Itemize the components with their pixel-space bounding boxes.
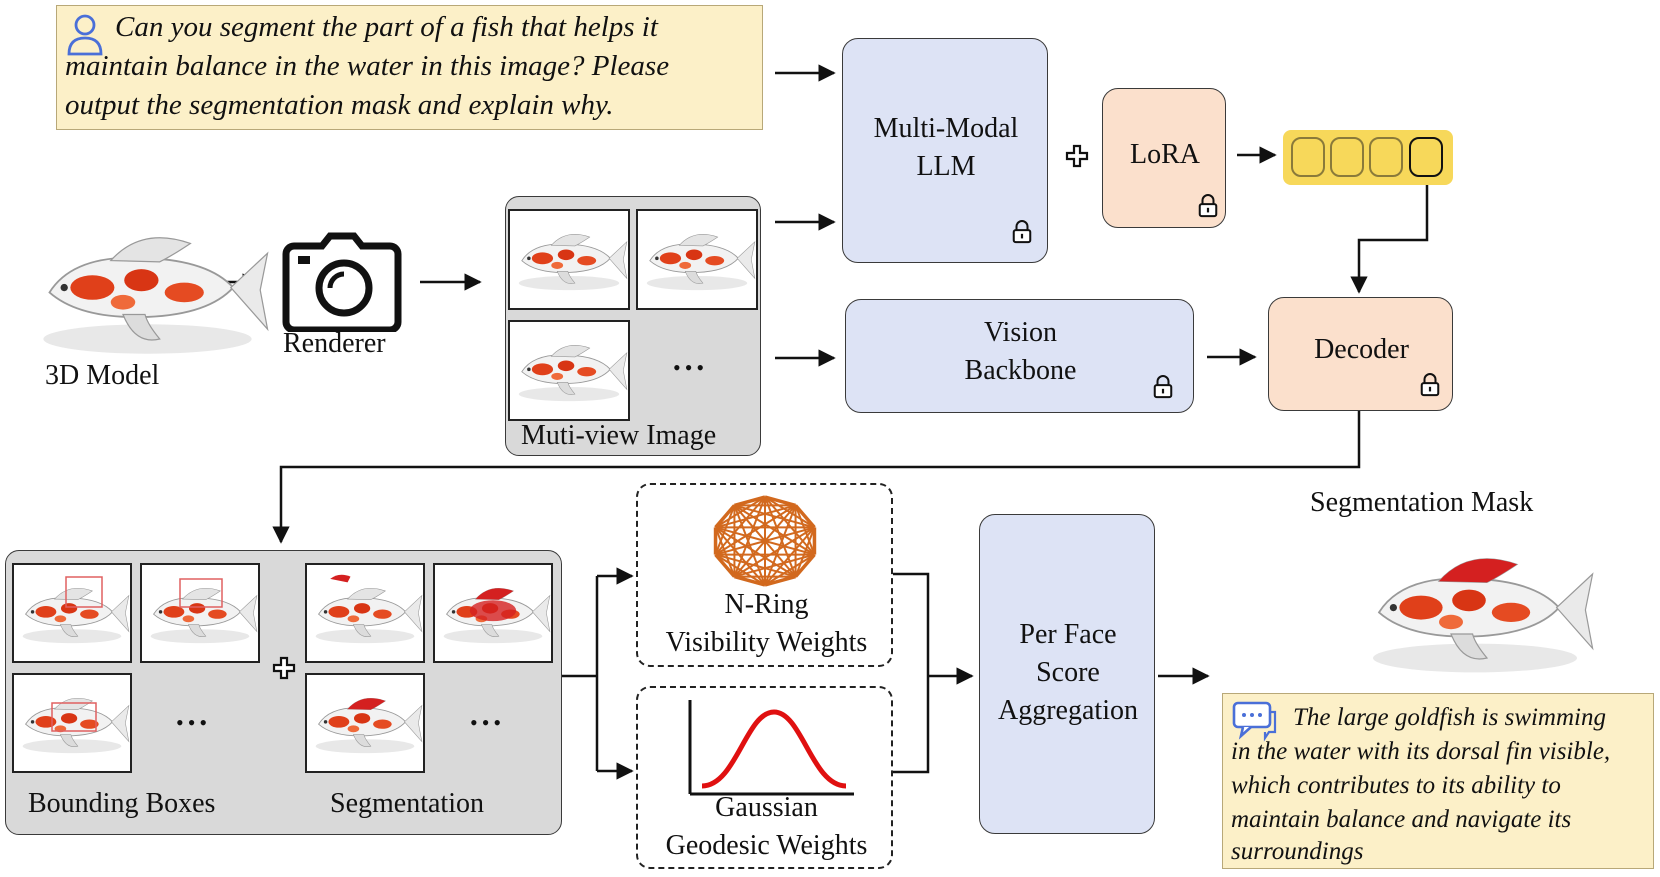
per-face-aggregation-block: Per Face Score Aggregation [979,514,1155,834]
nring-weights-box: N-Ring Visibility Weights [636,483,893,667]
plus-icon [1065,144,1089,168]
lock-icon [1419,372,1441,398]
user-icon [67,14,103,56]
answer-box: The large goldfish is swimming in the wa… [1222,693,1654,869]
vision-label-line-2: Backbone [964,355,1077,386]
model-3d-label: 3D Model [45,360,160,391]
llm-label-line-2: LLM [916,151,976,182]
bbox-ellipsis: ••• [176,710,212,735]
lora-block: LoRA [1102,88,1226,228]
gaussian-weights-box: Gaussian Geodesic Weights [636,686,893,869]
fish-3d-model-image [25,210,270,370]
bbox-thumb-3 [12,673,132,773]
gaussian-curve-icon [688,700,854,796]
agg-label-line-3: Aggregation [998,695,1138,726]
nring-mesh-icon [713,495,817,587]
vision-backbone-block: Vision Backbone [845,299,1194,413]
token-slot [1330,137,1364,177]
answer-line-3: which contributes to its ability to [1231,772,1561,799]
decoder-label: Decoder [1314,334,1409,365]
bbox-thumb-2 [140,563,260,663]
llm-label-line-1: Multi-Modal [873,113,1019,144]
seg-thumb-1 [305,563,425,663]
seg-thumb-3 [305,673,425,773]
token-slot [1291,137,1325,177]
query-line-3: output the segmentation mask and explain… [65,89,614,121]
seg-token-slot [1409,137,1443,177]
token-slot [1369,137,1403,177]
query-line-1: Can you segment the part of a fish that … [115,11,658,43]
bbox-thumb-1 [12,563,132,663]
answer-line-2: in the water with its dorsal fin visible… [1231,738,1611,765]
multiview-thumb-3 [508,320,630,421]
agg-label-line-2: Score [1036,657,1100,688]
segmentation-mask-label: Segmentation Mask [1310,487,1534,518]
multiview-ellipsis: ••• [673,355,709,380]
segmentation-label: Segmentation [330,788,484,819]
query-box: Can you segment the part of a fish that … [56,5,763,130]
multiview-thumb-2 [636,209,758,310]
lock-icon [1011,219,1033,245]
renderer-label: Renderer [283,328,386,359]
multimodal-llm-block: Multi-Modal LLM [842,38,1048,263]
nring-label-line-1: N-Ring [724,589,809,620]
multiview-label: Muti-view Image [521,420,717,451]
answer-line-4: maintain balance and navigate its [1231,806,1572,833]
seg-ellipsis: ••• [470,710,506,735]
camera-icon [282,232,402,332]
multiview-thumb-1 [508,209,630,310]
answer-line-1: The large goldfish is swimming [1293,704,1606,731]
agg-label-line-1: Per Face [1019,619,1117,650]
segmentation-mask-image [1355,535,1595,685]
gaussian-label-line-1: Gaussian [715,792,818,823]
decoder-block: Decoder [1268,297,1453,411]
bounding-boxes-label: Bounding Boxes [28,788,216,819]
chat-icon [1232,701,1277,742]
lock-icon [1197,193,1219,219]
query-line-2: maintain balance in the water in this im… [65,50,670,82]
lock-icon [1152,374,1174,400]
plus-icon [272,656,296,680]
vision-label-line-1: Vision [984,317,1057,348]
lora-label: LoRA [1130,139,1200,170]
answer-line-5: surroundings [1231,838,1364,865]
gaussian-label-line-2: Geodesic Weights [665,830,868,861]
nring-label-line-2: Visibility Weights [665,627,868,658]
seg-thumb-2 [433,563,553,663]
